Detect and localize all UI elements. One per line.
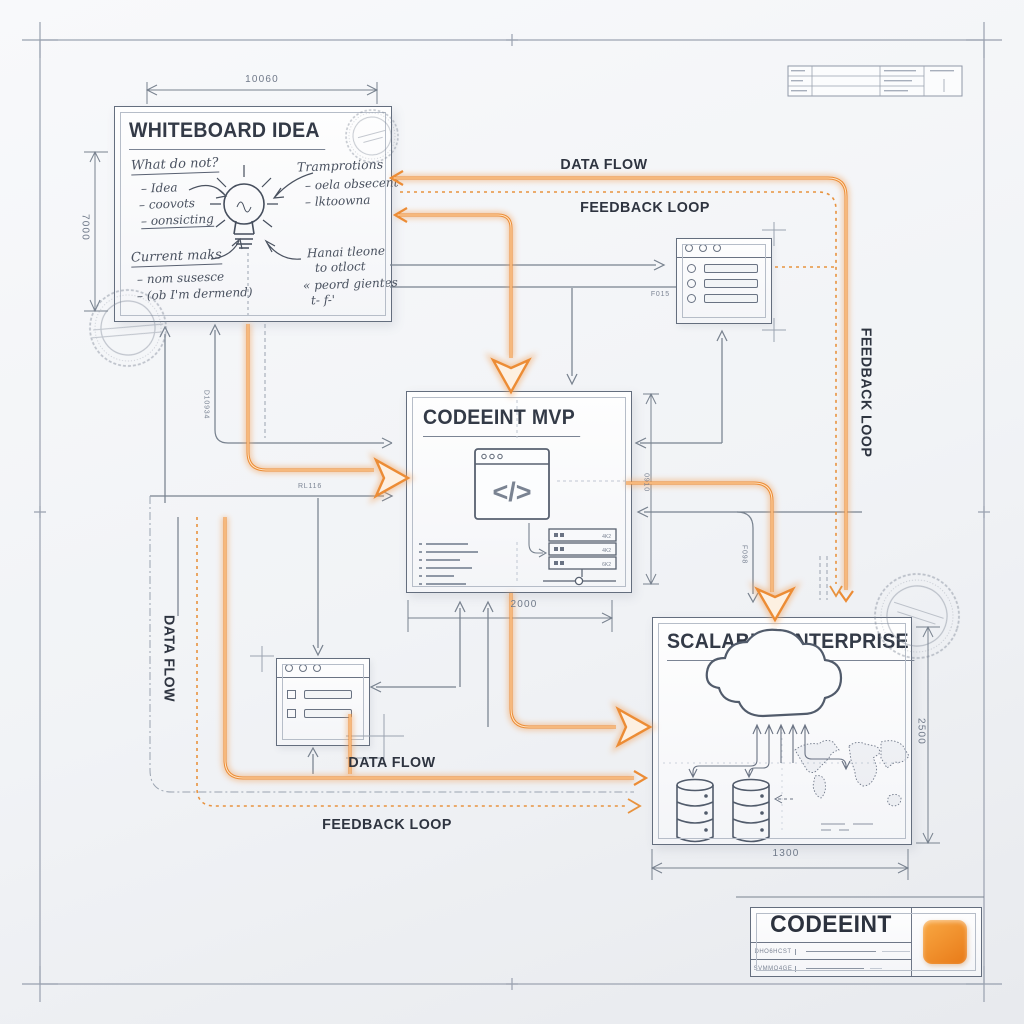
note-heading-1: What do not? [130,155,219,176]
arrow-right-into-enterprise [616,707,652,747]
server-stack-icon: 4K2 4K2 6K2 [543,528,617,586]
title-block-field-label: DHO6HCST [751,948,796,955]
server-row-label: 4K2 [602,548,611,554]
signature-line [806,968,864,969]
note-item: – coovots [138,196,196,212]
server-row-label: 6K2 [602,562,611,568]
title-block-row: SVMMO4GE [751,959,911,977]
list-item [687,279,771,288]
list-item [287,690,369,699]
checkbox-icon [287,690,296,699]
dim-mvp-width: 2000 [510,599,538,610]
window-dot-icon [713,244,721,252]
dim-whiteboard-width: 10060 [245,74,279,85]
crosshair-dashed [663,726,901,830]
note-item: « peord gientes [302,275,399,293]
arrow-down-into-enterprise [755,587,795,622]
codeeint-mvp-panel: CODEEINT MVP </> [406,391,632,593]
dim-enterprise-width: 1300 [772,848,800,859]
product-name: CODEEINT [770,911,892,938]
data-flow-label-left: DATA FLOW [160,614,178,703]
feedback-loop-label-bottom: FEEDBACK LOOP [322,816,452,833]
window-dot-icon [699,244,707,252]
window-titlebar [277,659,369,678]
bullet-icon [687,264,696,273]
note-item: – lktoowna [304,192,371,210]
enterprise-title: SCALABLE ENTERPRISE [667,630,915,661]
note-item: – oela obsecent [304,175,399,193]
list-item [687,294,771,303]
arrow-right-into-mvp [374,458,410,498]
note-heading-4: Hanai tleone [306,243,386,261]
title-block-field-label: SVMMO4GE [751,965,796,972]
inbox-window [676,238,772,324]
code-window-icon: </> [474,448,550,520]
map-to-db-arrow [773,794,793,804]
world-map-sketch [794,739,910,807]
dim-whiteboard-height: 7000 [79,213,91,242]
database-icon-2 [732,778,770,843]
list-item [287,709,369,718]
database-icons [676,778,770,843]
revision-table-entries [791,70,954,92]
server-row-label: 4K2 [602,534,611,540]
brand-mark [923,920,967,964]
spec-list-lines [419,543,478,585]
whiteboard-title: WHITEBOARD IDEA [129,119,326,150]
list-bar [304,690,352,699]
note-item: – Idea [140,180,178,196]
dim-enterprise-height: 2500 [915,717,927,746]
code-glyph: </> [492,477,531,507]
lightbulb-icon [210,165,278,249]
list-bar [704,264,758,273]
title-block-row: DHO6HCST [751,942,911,960]
window-dot-icon [313,664,321,672]
ref-connector-left: D10934 [202,389,210,420]
note-item: t- f-' [310,292,336,308]
revision-table [787,65,963,97]
signature-line [806,951,876,952]
note-item: to otloct [314,259,366,275]
feedback-loop-label-top: FEEDBACK LOOP [580,199,710,216]
window-to-server-arrow [528,523,548,558]
ref-connector-mid: RL116 [297,483,323,490]
bullet-icon [687,279,696,288]
window-titlebar [677,239,771,258]
window-dot-icon [299,664,307,672]
ref-connector-right: F098 [740,544,748,565]
scalable-enterprise-panel: SCALABLE ENTERPRISE [652,617,915,845]
window-dot-icon [285,664,293,672]
dim-mvp-height: 0910 [642,473,650,492]
note-item: – oonsicting [140,211,215,230]
cloud-uplink-arrows [688,723,851,779]
title-block: CODEEINT DHO6HCST SVMMO4GE [750,907,982,977]
list-bar [704,279,758,288]
backlog-window [276,658,370,746]
list-bar [304,709,352,718]
bullet-icon [687,294,696,303]
mvp-title: CODEEINT MVP [423,406,581,437]
signature-line [882,951,910,952]
window-dot-icon [685,244,693,252]
data-flow-label-bottom: DATA FLOW [348,754,436,771]
note-item: – (ob I'm dermend) [136,284,253,304]
checkbox-icon [287,709,296,718]
ref-inbox: F015 [650,291,670,298]
note-item: – nom susesce [136,269,225,287]
signature-line [870,968,882,969]
arrow-down-into-mvp [491,358,531,394]
map-legend-lines [821,823,873,831]
data-flow-label-top: DATA FLOW [560,156,648,173]
list-item [687,264,771,273]
note-heading-2: Current maks [130,247,223,268]
note-heading-3: Tramprotions [296,156,384,175]
list-bar [704,294,758,303]
title-block-divider [911,908,912,976]
feedback-loop-label-right: FEEDBACK LOOP [857,327,875,458]
database-icon-1 [676,778,714,843]
whiteboard-idea-panel: WHITEBOARD IDEA What do not? – Idea – co… [114,106,399,322]
